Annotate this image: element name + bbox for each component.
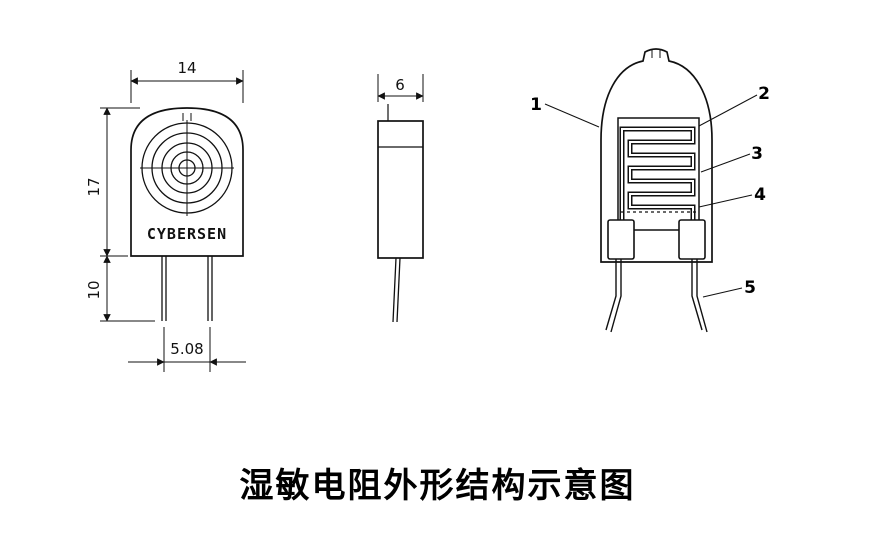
dim-height-label: 17 bbox=[85, 177, 103, 196]
leader-4 bbox=[698, 194, 753, 208]
brand-label: CYBERSEN bbox=[147, 225, 227, 243]
right-lead-line bbox=[696, 259, 708, 333]
leader-3 bbox=[700, 153, 751, 173]
caption: 湿敏电阻外形结构示意图 bbox=[239, 466, 636, 506]
side-lead-line bbox=[396, 257, 401, 323]
leader-2 bbox=[698, 94, 758, 127]
dim-lead-pitch: 5.08 bbox=[128, 327, 246, 372]
structure-view: 1 2 3 4 5 bbox=[530, 48, 770, 333]
leader-5 bbox=[702, 287, 743, 298]
callout-4: 4 bbox=[754, 185, 766, 205]
callout-2: 2 bbox=[758, 84, 770, 104]
crosshair bbox=[140, 113, 234, 216]
dim-lead-length-label: 10 bbox=[85, 280, 103, 299]
electrode-pattern bbox=[619, 126, 696, 222]
dim-thickness-label: 6 bbox=[395, 76, 405, 94]
electrode-serpentine-inner bbox=[621, 128, 694, 222]
side-lead bbox=[392, 257, 401, 323]
dim-width-label: 14 bbox=[177, 59, 196, 77]
callout-5: 5 bbox=[744, 278, 756, 298]
dim-lead-pitch-label: 5.08 bbox=[170, 340, 203, 358]
dim-thickness: 6 bbox=[377, 74, 424, 102]
right-terminal-clamp bbox=[678, 219, 706, 260]
callout-leaders bbox=[544, 94, 758, 298]
dim-width: 14 bbox=[130, 59, 244, 103]
callout-1: 1 bbox=[530, 95, 542, 115]
front-leads bbox=[161, 256, 213, 321]
right-lead-line bbox=[691, 259, 703, 331]
side-lead-line bbox=[392, 257, 397, 323]
side-body-outline bbox=[377, 120, 424, 259]
structure-leads bbox=[605, 259, 708, 333]
dim-height: 17 bbox=[85, 107, 140, 257]
callout-3: 3 bbox=[751, 144, 763, 164]
left-lead-line bbox=[610, 259, 622, 333]
left-lead-line bbox=[605, 259, 617, 331]
side-view: 6 bbox=[377, 74, 424, 323]
left-terminal-clamp bbox=[607, 219, 635, 260]
dim-lead-length: 10 bbox=[85, 255, 155, 322]
leader-1 bbox=[544, 103, 600, 128]
front-view: CYBERSEN 14 17 bbox=[85, 59, 246, 372]
